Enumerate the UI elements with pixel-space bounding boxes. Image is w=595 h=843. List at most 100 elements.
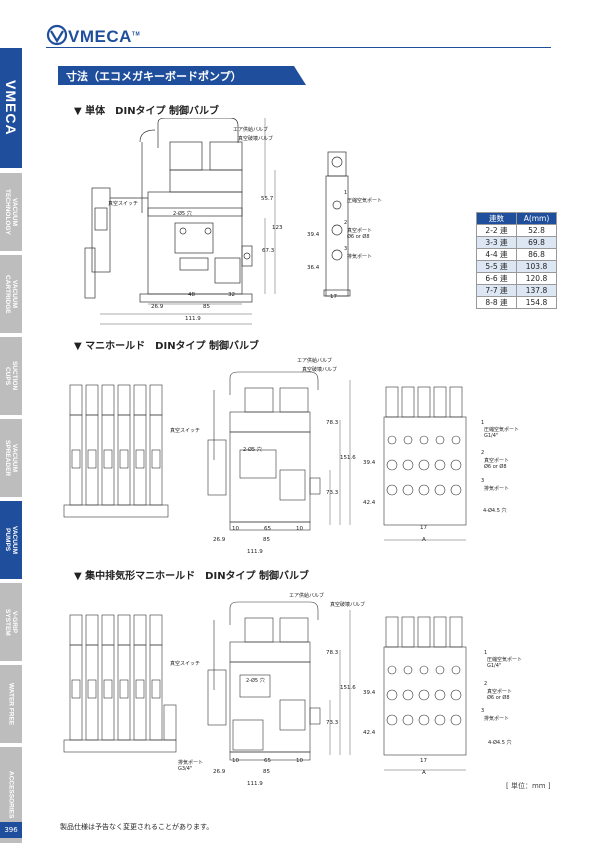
header-rule <box>46 47 551 48</box>
manifold-center-drawing <box>207 371 351 531</box>
tab-vacuum-cartridge[interactable]: VACUUM CARTRIDGE <box>0 255 22 333</box>
dim-65: 65 <box>264 526 271 532</box>
label-supply-port-1: 圧縮空気ポート <box>347 198 383 204</box>
brand-logo: VMECATM <box>68 27 141 46</box>
dim-a-2: A <box>422 537 426 543</box>
single-unit-side-drawing <box>84 118 276 325</box>
section-heading-single: ▼ 単体 DINタイプ 制御バルブ <box>74 106 220 117</box>
dim-151-6: 151.6 <box>340 455 356 461</box>
dim-26-9: 26.9 <box>151 304 164 310</box>
dim-17-2: 17 <box>420 525 427 531</box>
dim-26-9-2: 26.9 <box>213 537 226 543</box>
label-air-valve-2: エア供給バルブ <box>297 358 333 364</box>
dim-10-c: 10 <box>232 758 239 764</box>
title-bar <box>58 66 306 85</box>
dim-85-3: 85 <box>263 769 270 775</box>
tab-vacuum-pumps[interactable]: VACUUM PUMPS <box>0 501 22 579</box>
label-port-1: 1 <box>344 190 348 196</box>
label-vacuum-switch-2: 真空スイッチ <box>170 428 201 434</box>
footnote: 製品仕様は予告なく変更されることがあります。 <box>60 823 214 831</box>
label-port-3: 3 <box>344 246 348 252</box>
label-vacuum-port-size-1: Ø6 or Ø8 <box>347 234 370 240</box>
page-number: 396 <box>0 822 22 838</box>
label-vacuum-break-valve-2: 真空破壊バルブ <box>302 367 338 373</box>
page-title: 寸法（エコメガキーボードポンプ） <box>66 70 242 83</box>
dim-10-b: 10 <box>296 526 303 532</box>
manifold-side-view-drawing <box>63 384 169 518</box>
dim-111-9-2: 111.9 <box>247 549 263 555</box>
dim-39-4-2: 39.4 <box>363 460 376 466</box>
vmeca-logo-icon <box>46 24 68 46</box>
central-exhaust-front-drawing <box>383 616 467 771</box>
label-port-2: 2 <box>344 220 348 226</box>
label-port-1-3: 1 <box>484 650 488 656</box>
dim-a-3: A <box>422 770 426 776</box>
dim-32: 32 <box>228 292 235 298</box>
dim-36-4: 36.4 <box>307 265 320 271</box>
manifold-front-drawing <box>383 386 467 541</box>
dim-48: 48 <box>188 292 195 298</box>
label-port-2-3: 2 <box>484 681 488 687</box>
label-mount-hole-3: 4-Ø4.5 穴 <box>488 740 512 746</box>
dim-17: 17 <box>330 294 337 300</box>
label-screw-hole-2: 2-Ø5 穴 <box>243 447 262 453</box>
tab-water-free[interactable]: WATER FREE <box>0 665 22 743</box>
dim-78-3: 78.3 <box>326 420 339 426</box>
single-unit-front-drawing <box>323 151 351 297</box>
label-screw-hole: 2-Ø5 穴 <box>173 211 192 217</box>
label-exhaust-port-2: 排気ポート <box>484 486 510 492</box>
dim-10-d: 10 <box>296 758 303 764</box>
dim-42-4-3: 42.4 <box>363 730 376 736</box>
label-port-3-3: 3 <box>481 708 485 714</box>
dim-67-3: 67.3 <box>262 248 275 254</box>
sidebar-brand-tab: VMECA <box>0 48 22 168</box>
label-air-valve: エア供給バルブ <box>233 127 269 133</box>
dim-10-a: 10 <box>232 526 239 532</box>
dim-151-6-3: 151.6 <box>340 685 356 691</box>
label-exhaust-port-1: 排気ポート <box>347 254 373 260</box>
table-header: 連数 <box>476 212 517 225</box>
label-port-2-2: 2 <box>481 450 485 456</box>
label-vacuum-port-3: 真空ポート <box>487 689 513 695</box>
dim-55-7: 55.7 <box>261 196 274 202</box>
tab-vacuum-spreader[interactable]: VACUUM SPREADER <box>0 419 22 497</box>
dim-39-4: 39.4 <box>307 232 320 238</box>
label-exhaust-g34: 排気ポート G3/4" <box>178 760 204 772</box>
label-vacuum-break-valve-3: 真空破壊バルブ <box>330 602 366 608</box>
label-vacuum-switch: 真空スイッチ <box>108 201 139 207</box>
dim-85-2: 85 <box>263 537 270 543</box>
label-vacuum-break-valve: 真空破壊バルブ <box>238 136 274 142</box>
dim-73-3: 73.3 <box>326 490 339 496</box>
unit-note: [ 単位：mm ] <box>506 782 551 790</box>
tab-accessories[interactable]: ACCESSORIES <box>0 747 22 843</box>
dim-73-3-3: 73.3 <box>326 720 339 726</box>
label-vacuum-port-2: 真空ポート <box>484 458 510 464</box>
label-supply-port-3: 圧縮空気ポート G1/4" <box>487 657 523 669</box>
label-vacuum-port-1: 真空ポート <box>347 228 373 234</box>
central-exhaust-side-view-drawing <box>63 614 177 753</box>
label-port-1-2: 1 <box>481 420 485 426</box>
label-vacuum-port-size-3: Ø6 or Ø8 <box>487 695 510 701</box>
label-air-valve-3: エア供給バルブ <box>289 593 325 599</box>
section-heading-central-exhaust: ▼ 集中排気形マニホールド DINタイプ 制御バルブ <box>74 571 310 582</box>
dim-65-3: 65 <box>264 758 271 764</box>
tab-vacuum-technology[interactable]: VACUUM TECHNOLOGY <box>0 173 22 251</box>
dim-78-3-3: 78.3 <box>326 650 339 656</box>
tab-v-grip-system[interactable]: V-GRIP SYSTEM <box>0 583 22 661</box>
dim-85: 85 <box>203 304 210 310</box>
label-exhaust-port-3: 排気ポート <box>484 716 510 722</box>
dim-123: 123 <box>272 225 283 231</box>
tab-suction-cups[interactable]: SUCTION CUPS <box>0 337 22 415</box>
label-port-3-2: 3 <box>481 478 485 484</box>
dim-26-9-3: 26.9 <box>213 769 226 775</box>
dim-39-4-3: 39.4 <box>363 690 376 696</box>
label-mount-hole-2: 4-Ø4.5 穴 <box>483 508 507 514</box>
label-screw-hole-3: 2-Ø5 穴 <box>246 678 265 684</box>
